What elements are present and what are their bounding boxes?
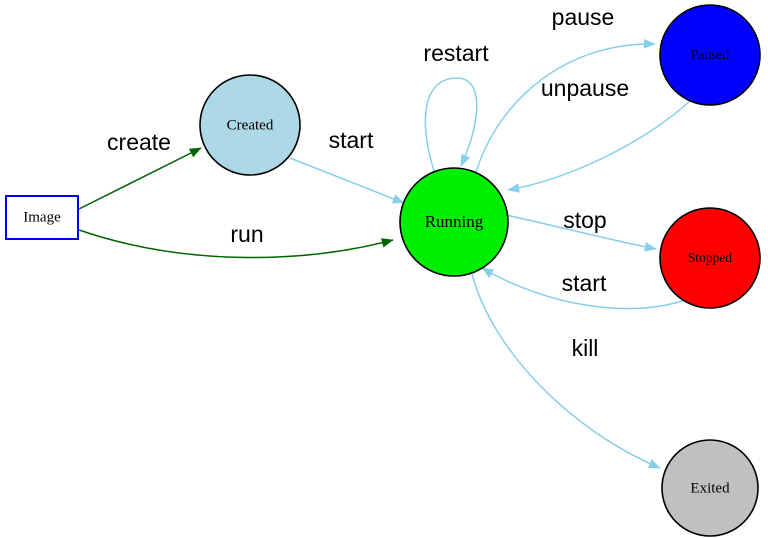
edge-unpause[interactable]: unpause (507, 75, 691, 193)
node-image-label: Image (23, 209, 61, 225)
edge-restart-path (424, 77, 478, 172)
node-created[interactable]: Created (199, 74, 301, 176)
edge-label-restart: restart (423, 40, 489, 66)
edge-run-path (78, 229, 394, 259)
edge-run[interactable]: run (78, 221, 394, 259)
node-created-label: Created (227, 117, 274, 133)
edge-kill-path (471, 273, 661, 469)
edge-kill[interactable]: kill (471, 273, 661, 469)
node-paused-label: Paused (691, 47, 729, 62)
edge-label-stop: stop (563, 207, 606, 233)
node-running-shape (399, 167, 509, 277)
node-paused-shape (659, 4, 761, 106)
node-stopped-label: Stopped (688, 250, 733, 265)
edge-start-created-path (289, 157, 405, 204)
edge-start-stopped-path (481, 267, 689, 310)
edge-pause-path (475, 38, 656, 173)
edge-stop-path (505, 214, 657, 252)
edge-label-create: create (107, 129, 171, 155)
node-stopped[interactable]: Stopped (659, 207, 761, 309)
edge-label-start-stopped: start (562, 270, 607, 296)
edge-unpause-path (507, 100, 691, 193)
node-running[interactable]: Running (399, 167, 509, 277)
edge-restart[interactable]: restart (423, 40, 489, 172)
edge-label-pause: pause (552, 4, 615, 30)
nodes-layer: Image Created Running Paused Stopped Exi (5, 4, 761, 537)
edge-create-path (78, 147, 202, 210)
edge-label-unpause: unpause (541, 75, 629, 101)
edge-pause[interactable]: pause (475, 4, 656, 173)
edge-start-stopped[interactable]: start (481, 267, 689, 310)
node-exited-label: Exited (690, 480, 730, 496)
edge-label-start-created: start (329, 127, 374, 153)
edges-layer: create run start restart pause unpause (78, 4, 691, 469)
node-paused[interactable]: Paused (659, 4, 761, 106)
node-exited-shape (661, 439, 759, 537)
edge-label-kill: kill (572, 335, 599, 361)
edge-start-created[interactable]: start (289, 127, 405, 204)
node-stopped-shape (659, 207, 761, 309)
edge-label-run: run (230, 221, 263, 247)
node-running-label: Running (425, 212, 484, 231)
node-image[interactable]: Image (5, 195, 79, 240)
node-exited[interactable]: Exited (661, 439, 759, 537)
edge-create[interactable]: create (78, 129, 202, 210)
edge-stop[interactable]: stop (505, 207, 657, 252)
node-image-shape (5, 195, 79, 240)
node-created-shape (199, 74, 301, 176)
